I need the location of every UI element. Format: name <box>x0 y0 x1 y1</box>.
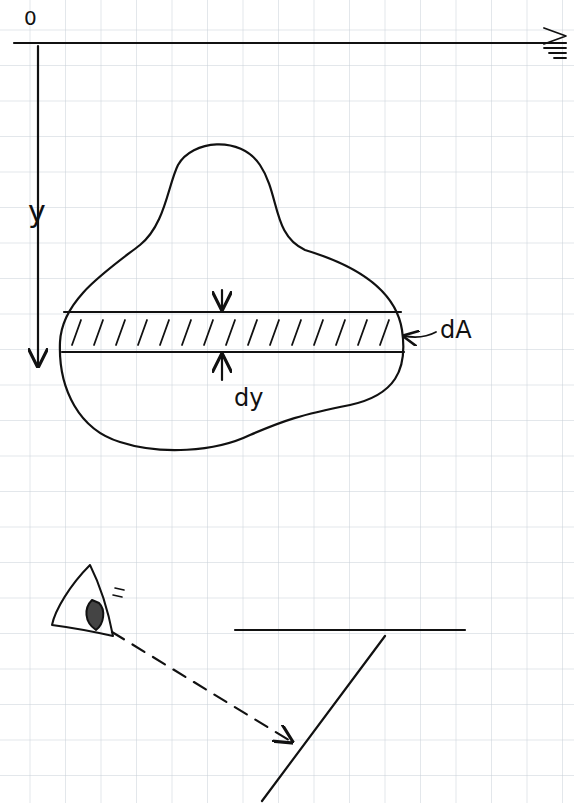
axis-label: y <box>28 197 46 227</box>
strip-bottom <box>62 351 404 353</box>
origin-label: 0 <box>24 8 37 28</box>
inclined-plane <box>262 636 385 801</box>
hatch-stroke <box>248 320 257 345</box>
hatch-stroke <box>226 320 235 345</box>
eye-symbol <box>52 565 124 636</box>
hatch-stroke <box>116 320 125 345</box>
hatch-stroke <box>380 320 389 345</box>
area-label: dA <box>440 318 472 342</box>
hatch-stroke <box>138 320 147 345</box>
dimension-arrow <box>221 290 223 309</box>
hatch-stroke <box>314 320 323 345</box>
hatch-stroke <box>182 320 191 345</box>
hatch-stroke <box>270 320 279 345</box>
leader-line <box>404 332 436 337</box>
hatch-stroke <box>292 320 301 345</box>
hatch-stroke <box>94 320 103 345</box>
strip-hatching <box>72 320 389 345</box>
hatch-stroke <box>204 320 213 345</box>
surface-symbol <box>544 28 566 58</box>
hatch-stroke <box>160 320 169 345</box>
strip-top <box>64 311 401 313</box>
hatch-stroke <box>358 320 367 345</box>
surface-line <box>235 629 465 631</box>
hatch-stroke <box>72 320 81 345</box>
area-outline <box>60 144 403 450</box>
dimension-arrow <box>221 355 223 380</box>
sight-line <box>112 632 292 742</box>
surface-line <box>14 42 566 44</box>
hatch-stroke <box>336 320 345 345</box>
dimension-label: dy <box>234 386 263 410</box>
